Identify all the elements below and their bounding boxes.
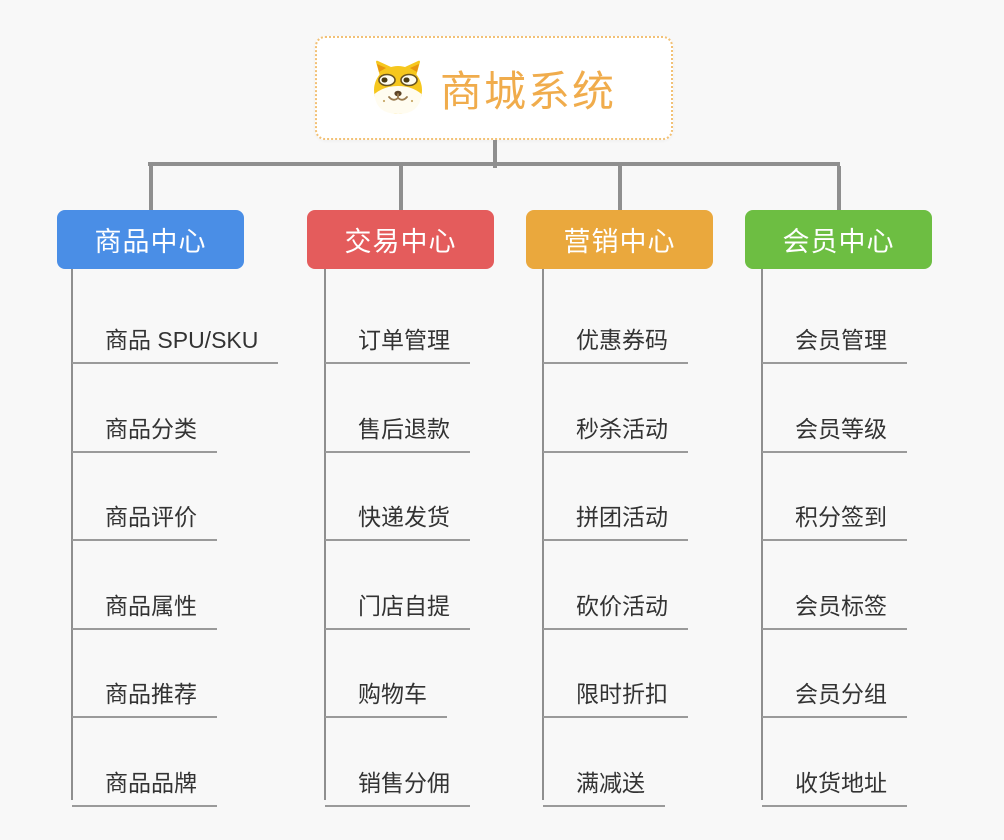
leaf-node[interactable]: 销售分佣 xyxy=(325,754,470,807)
leaf-node[interactable]: 满减送 xyxy=(543,754,665,807)
leaf-node[interactable]: 会员标签 xyxy=(762,577,907,630)
bus-drop-connector xyxy=(398,166,403,210)
leaf-node[interactable]: 商品推荐 xyxy=(72,665,217,718)
leaf-node[interactable]: 拼团活动 xyxy=(543,488,688,541)
branch-header[interactable]: 商品中心 xyxy=(57,210,244,269)
leaf-node[interactable]: 会员等级 xyxy=(762,400,907,453)
root-node-mall-system[interactable]: 商城系统 xyxy=(315,36,673,140)
column-trunk-connector xyxy=(71,269,73,800)
leaf-node[interactable]: 会员管理 xyxy=(762,311,907,364)
leaf-node[interactable]: 订单管理 xyxy=(325,311,470,364)
bus-drop-connector xyxy=(148,166,153,210)
leaf-node[interactable]: 商品属性 xyxy=(72,577,217,630)
doge-icon xyxy=(372,60,424,116)
column-trunk-connector xyxy=(542,269,544,800)
leaf-node[interactable]: 商品分类 xyxy=(72,400,217,453)
leaf-node[interactable]: 商品品牌 xyxy=(72,754,217,807)
leaf-node[interactable]: 优惠券码 xyxy=(543,311,688,364)
leaf-node[interactable]: 售后退款 xyxy=(325,400,470,453)
bus-drop-connector xyxy=(617,166,622,210)
leaf-node[interactable]: 门店自提 xyxy=(325,577,470,630)
leaf-node[interactable]: 快递发货 xyxy=(325,488,470,541)
branch-header[interactable]: 营销中心 xyxy=(526,210,713,269)
leaf-node[interactable]: 收货地址 xyxy=(762,754,907,807)
root-title: 商城系统 xyxy=(439,67,616,115)
bus-drop-connector xyxy=(836,166,841,210)
root-trunk-connector xyxy=(493,140,497,168)
column-trunk-connector xyxy=(324,269,326,800)
branch-header[interactable]: 交易中心 xyxy=(307,210,494,269)
leaf-node[interactable]: 购物车 xyxy=(325,665,447,718)
leaf-node[interactable]: 限时折扣 xyxy=(543,665,688,718)
leaf-node[interactable]: 商品评价 xyxy=(72,488,217,541)
column-trunk-connector xyxy=(761,269,763,800)
branch-bus-connector xyxy=(148,162,840,166)
branch-header[interactable]: 会员中心 xyxy=(745,210,932,269)
leaf-node[interactable]: 积分签到 xyxy=(762,488,907,541)
leaf-node[interactable]: 砍价活动 xyxy=(543,577,688,630)
leaf-node[interactable]: 秒杀活动 xyxy=(543,400,688,453)
leaf-node[interactable]: 商品 SPU/SKU xyxy=(72,311,279,364)
leaf-node[interactable]: 会员分组 xyxy=(762,665,907,718)
